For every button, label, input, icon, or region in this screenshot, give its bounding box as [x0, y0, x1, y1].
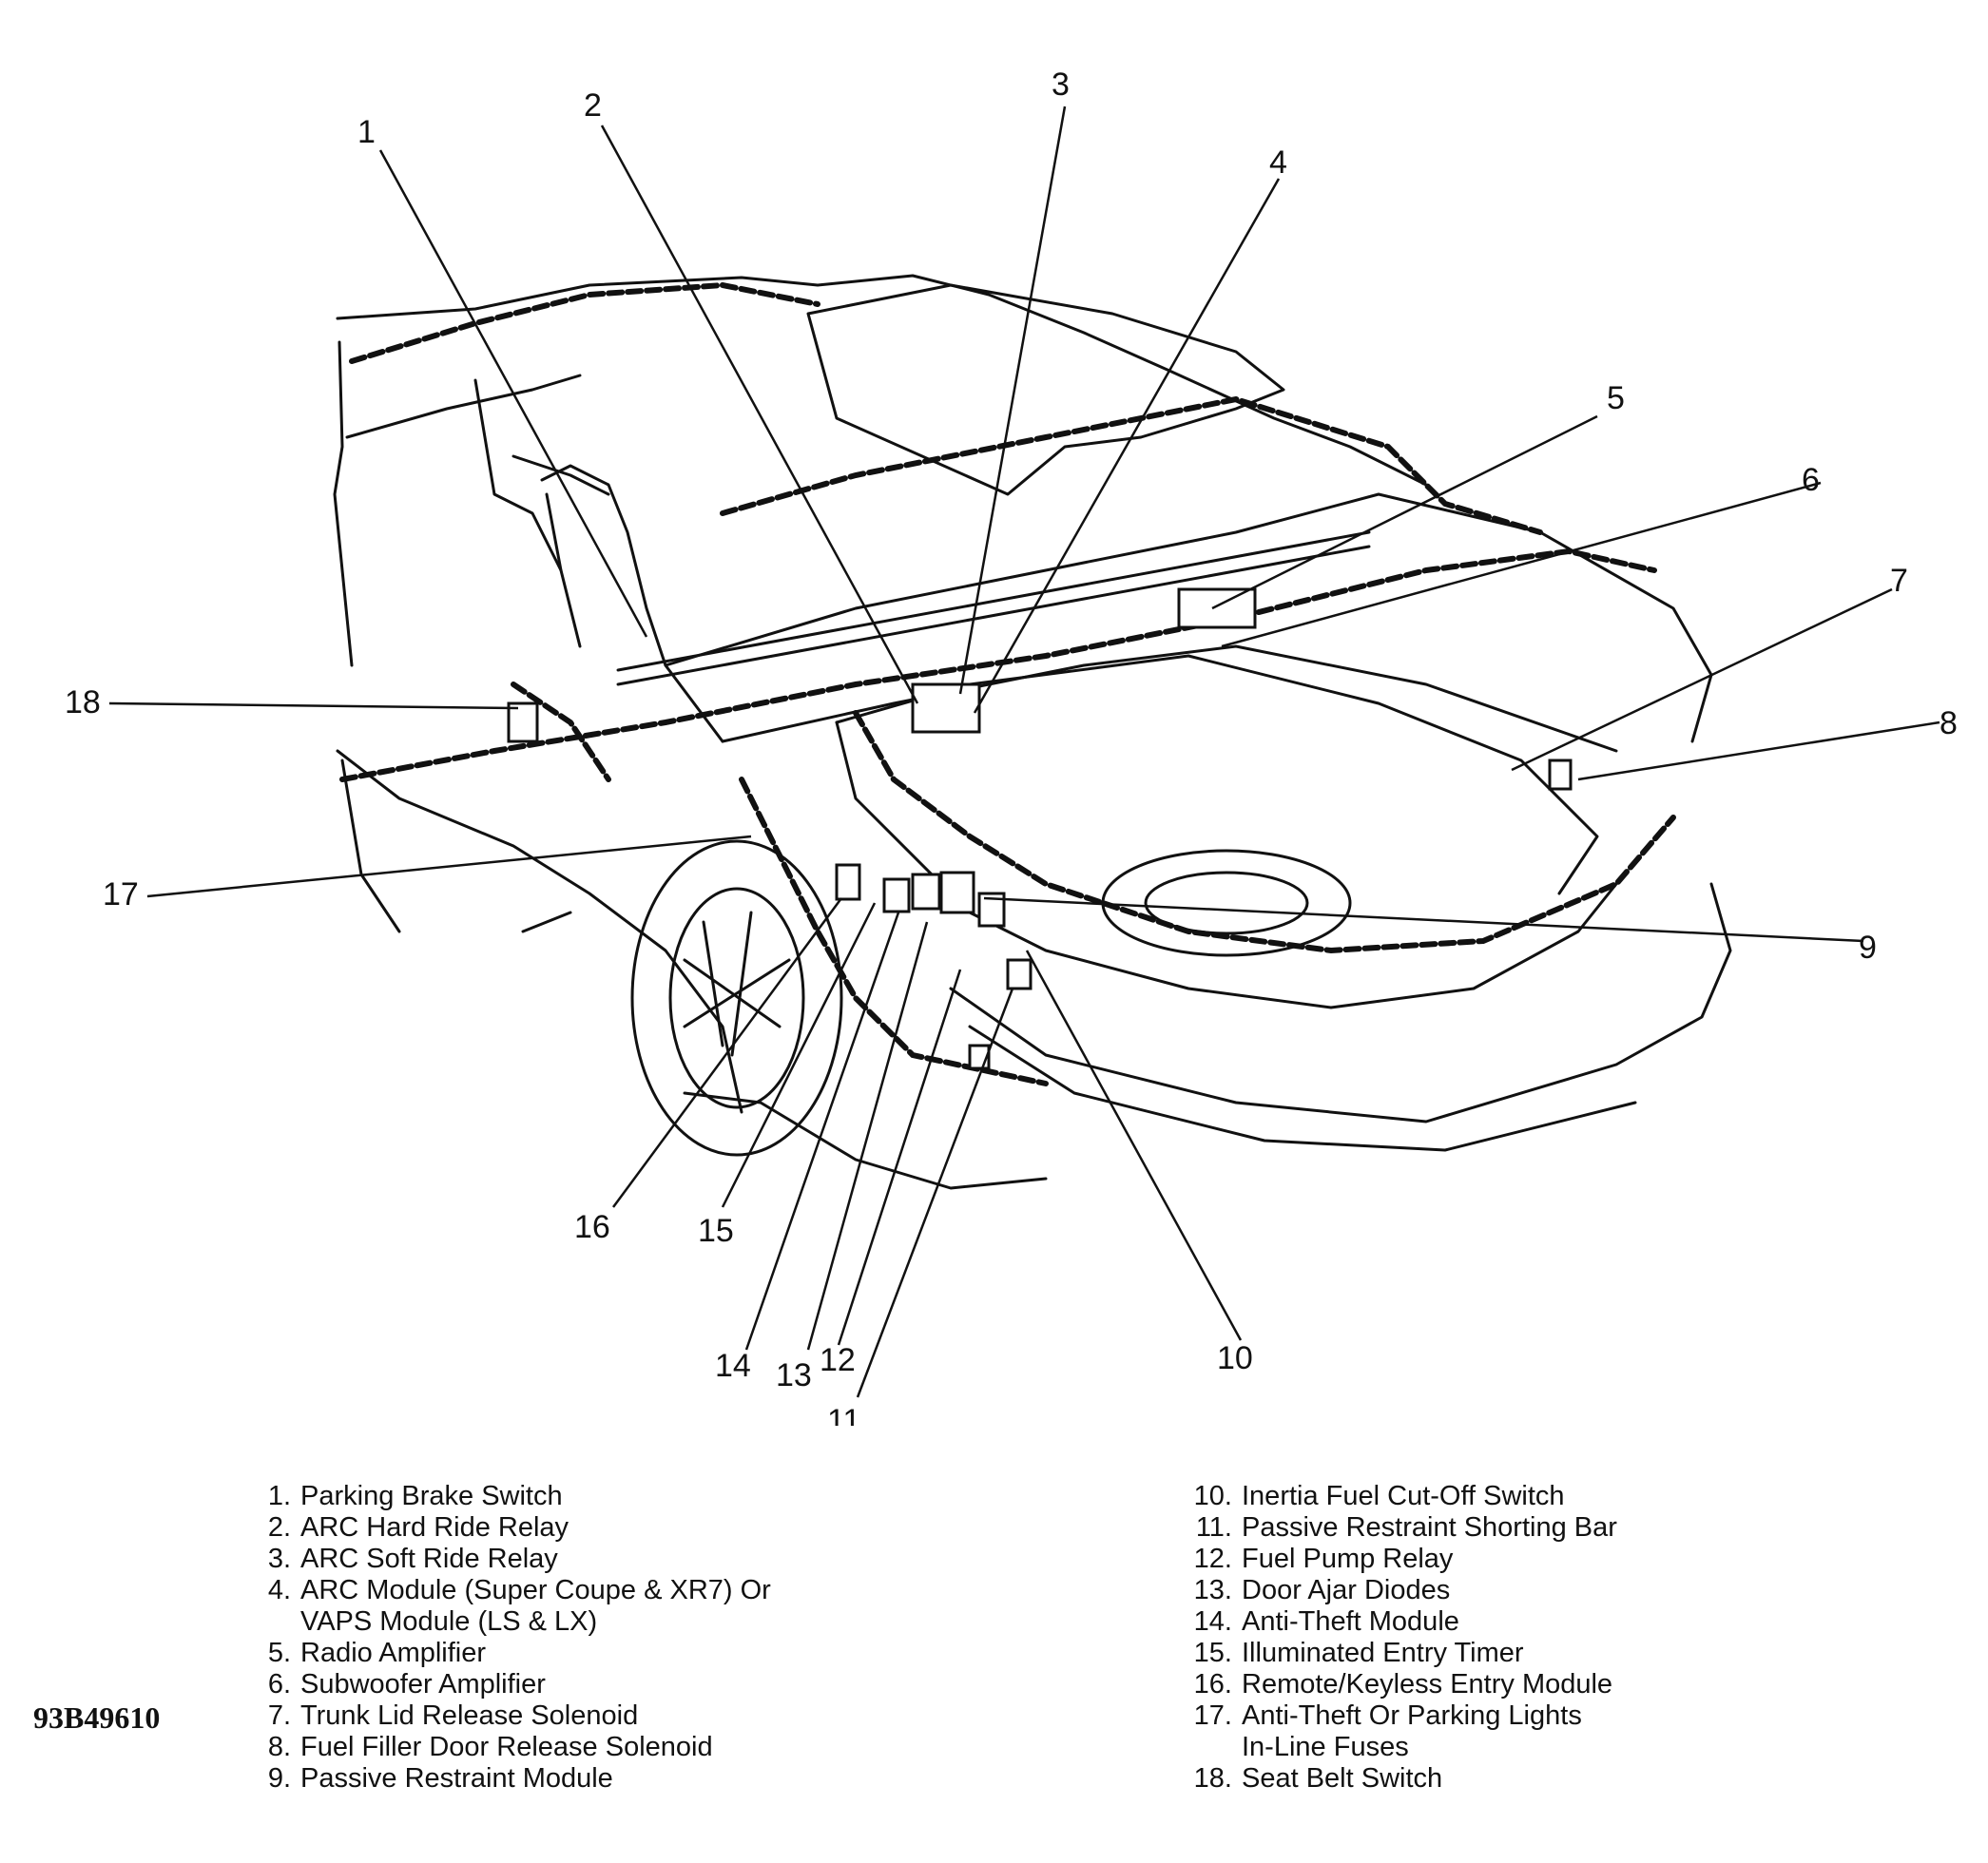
legend-text: Passive Restraint Module [300, 1763, 613, 1794]
legend-text: Subwoofer Amplifier [300, 1669, 546, 1700]
legend-item: 5. Radio Amplifier [247, 1638, 771, 1669]
legend-text: Remote/Keyless Entry Module [1242, 1669, 1613, 1700]
legend-number [1188, 1732, 1242, 1763]
callout-15: 15 [698, 1213, 734, 1249]
callout-1: 1 [357, 114, 376, 150]
legend-item: In-Line Fuses [1188, 1732, 1617, 1763]
component-blocks [507, 587, 1573, 1070]
legend-text: VAPS Module (LS & LX) [300, 1606, 598, 1637]
vehicle-wiring-diagram: 1 2 3 4 5 6 7 8 9 10 11 12 13 14 15 16 1… [65, 67, 1958, 1426]
legend-item: 8. Fuel Filler Door Release Solenoid [247, 1732, 771, 1763]
legend-item: 14. Anti-Theft Module [1188, 1606, 1617, 1638]
legend-number: 16. [1193, 1669, 1232, 1700]
legend-item: 18. Seat Belt Switch [1188, 1763, 1617, 1795]
legend-item: 9. Passive Restraint Module [247, 1763, 771, 1795]
legend-item: 15. Illuminated Entry Timer [1188, 1638, 1617, 1669]
legend-item: 11. Passive Restraint Shorting Bar [1188, 1512, 1617, 1544]
legend-number: 18. [1193, 1763, 1232, 1794]
legend-number: 3. [267, 1544, 291, 1574]
legend-text: Anti-Theft Module [1242, 1606, 1459, 1637]
callout-11: 11 [827, 1403, 860, 1426]
legend-item: 13. Door Ajar Diodes [1188, 1575, 1617, 1606]
callout-9: 9 [1859, 930, 1877, 966]
legend-item: 12. Fuel Pump Relay [1188, 1544, 1617, 1575]
legend-item: VAPS Module (LS & LX) [247, 1606, 771, 1638]
callout-8: 8 [1940, 705, 1958, 741]
callout-18: 18 [65, 684, 101, 720]
legend-item: 6. Subwoofer Amplifier [247, 1669, 771, 1700]
legend-text: Fuel Pump Relay [1242, 1544, 1454, 1574]
callout-4: 4 [1269, 144, 1287, 181]
legend-item: 17. Anti-Theft Or Parking Lights [1188, 1700, 1617, 1732]
legend-left-column: 1. Parking Brake Switch 2. ARC Hard Ride R… [247, 1481, 771, 1795]
legend-number: 10. [1193, 1481, 1232, 1511]
legend-number: 15. [1193, 1638, 1232, 1668]
legend-number: 12. [1193, 1544, 1232, 1574]
legend-number: 14. [1193, 1606, 1232, 1637]
legend-text: ARC Module (Super Coupe & XR7) Or [300, 1575, 771, 1605]
legend-item: 16. Remote/Keyless Entry Module [1188, 1669, 1617, 1700]
callout-12: 12 [820, 1342, 856, 1378]
legend-item: 10. Inertia Fuel Cut-Off Switch [1188, 1481, 1617, 1512]
legend-number: 17. [1193, 1700, 1232, 1731]
callout-2: 2 [584, 87, 602, 124]
callout-5: 5 [1607, 380, 1625, 416]
callout-numbers: 1 2 3 4 5 6 7 8 9 10 11 12 13 14 15 16 1… [65, 67, 1958, 1426]
legend-number: 6. [267, 1669, 291, 1700]
legend-item: 1. Parking Brake Switch [247, 1481, 771, 1512]
car-body-outline [333, 274, 1732, 1190]
wiring-harness [339, 281, 1676, 1086]
legend-number: 5. [267, 1638, 291, 1668]
legend-text: Trunk Lid Release Solenoid [300, 1700, 639, 1731]
legend-text: Passive Restraint Shorting Bar [1242, 1512, 1617, 1543]
callout-17: 17 [103, 876, 139, 912]
legend-text: ARC Soft Ride Relay [300, 1544, 558, 1574]
legend-number: 7. [267, 1700, 291, 1731]
legend-text: In-Line Fuses [1242, 1732, 1409, 1762]
callout-10: 10 [1217, 1340, 1253, 1376]
legend-number: 13. [1193, 1575, 1232, 1605]
legend-item: 7. Trunk Lid Release Solenoid [247, 1700, 771, 1732]
legend-item: 4. ARC Module (Super Coupe & XR7) Or [247, 1575, 771, 1606]
legend-text: Fuel Filler Door Release Solenoid [300, 1732, 713, 1762]
legend-text: Inertia Fuel Cut-Off Switch [1242, 1481, 1565, 1511]
legend-number: 4. [267, 1575, 291, 1605]
legend-text: Seat Belt Switch [1242, 1763, 1443, 1794]
callout-3: 3 [1052, 67, 1070, 103]
legend-item: 2. ARC Hard Ride Relay [247, 1512, 771, 1544]
legend-text: ARC Hard Ride Relay [300, 1512, 569, 1543]
callout-leader-lines [108, 106, 1940, 1398]
legend-number: 1. [267, 1481, 291, 1511]
legend-text: Parking Brake Switch [300, 1481, 563, 1511]
callout-13: 13 [776, 1357, 812, 1393]
callout-16: 16 [574, 1209, 610, 1245]
legend-text: Illuminated Entry Timer [1242, 1638, 1524, 1668]
legend-text: Anti-Theft Or Parking Lights [1242, 1700, 1582, 1731]
legend-number: 9. [267, 1763, 291, 1794]
legend-number: 11. [1195, 1512, 1232, 1543]
legend-right-column: 10. Inertia Fuel Cut-Off Switch 11. Passiv… [1188, 1481, 1617, 1795]
callout-7: 7 [1890, 563, 1908, 599]
callout-14: 14 [715, 1348, 751, 1384]
legend-text: Radio Amplifier [300, 1638, 487, 1668]
legend-number: 8. [267, 1732, 291, 1762]
legend-text: Door Ajar Diodes [1242, 1575, 1451, 1605]
callout-6: 6 [1802, 462, 1820, 498]
figure-id: 93B49610 [33, 1700, 161, 1735]
legend-number [247, 1606, 300, 1638]
legend-item: 3. ARC Soft Ride Relay [247, 1544, 771, 1575]
legend-number: 2. [267, 1512, 291, 1543]
